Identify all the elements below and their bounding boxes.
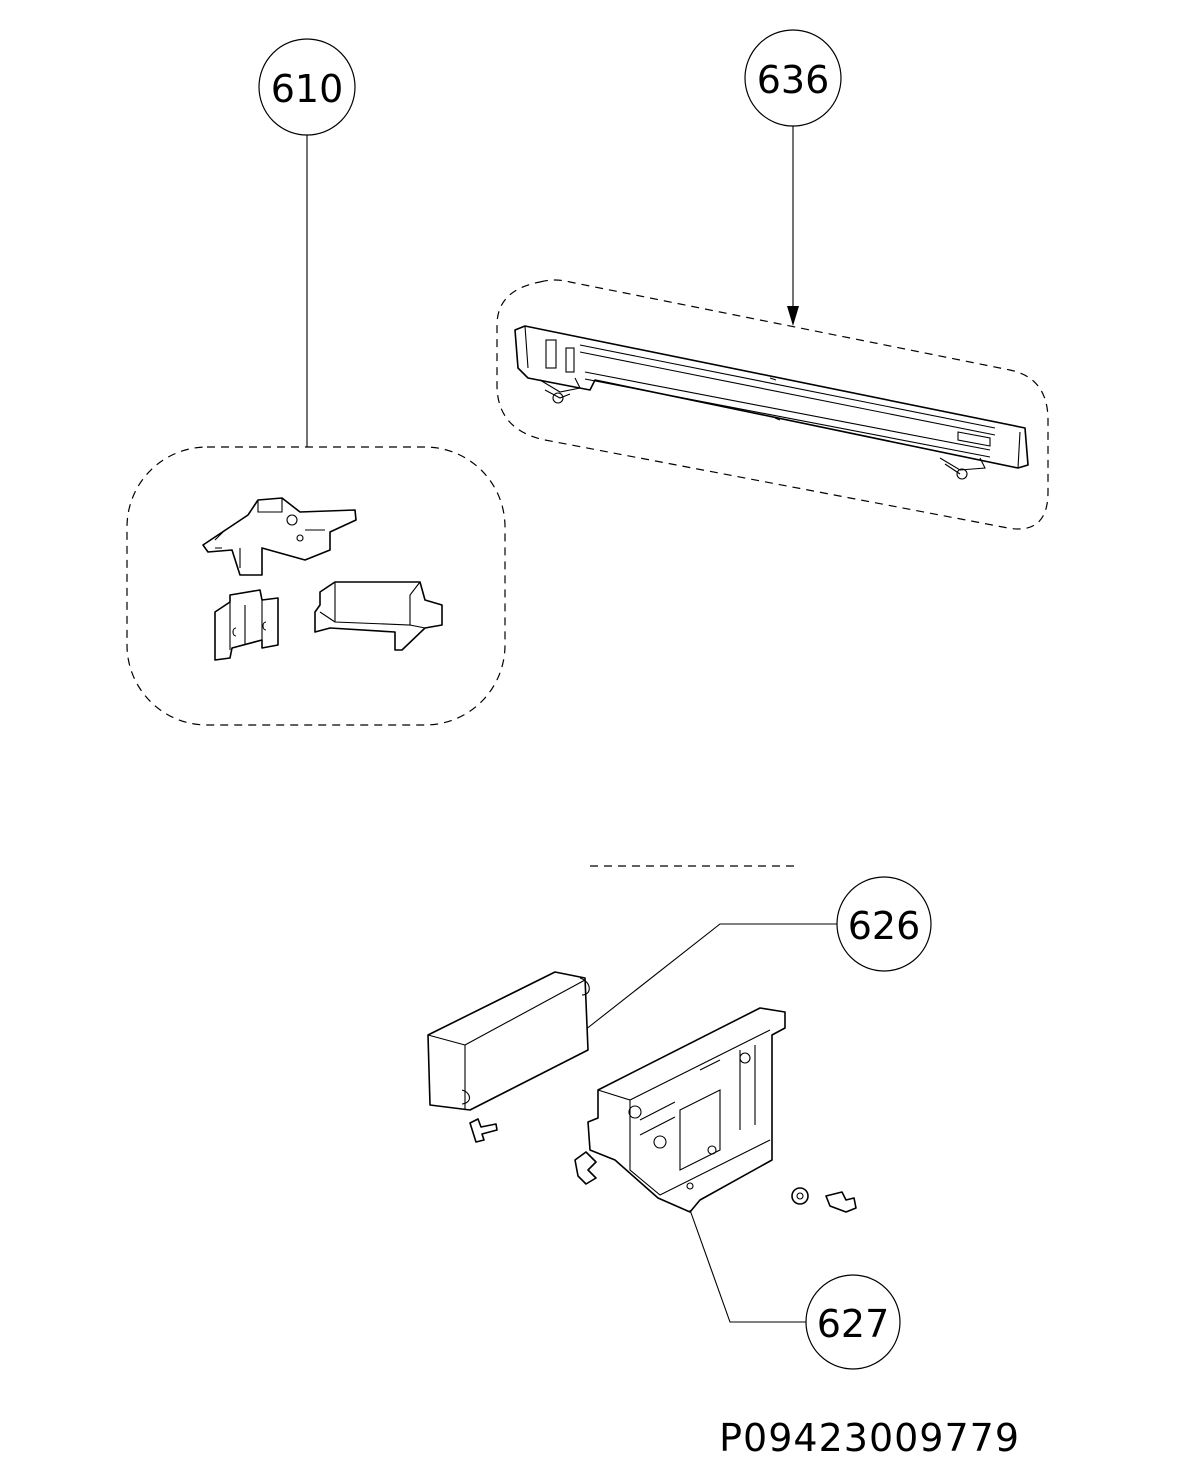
callout-label-627: 627 [817,1302,890,1346]
callout-circle-626 [836,876,932,972]
part-clip-frame-610[interactable] [314,581,443,651]
part-screw-cover[interactable] [469,1118,498,1143]
drawing-number: P09423009779 [719,1416,1020,1460]
callout-626[interactable]: 626 [584,876,932,1031]
leader-line-627 [689,1209,806,1323]
leader-line-626 [584,923,838,1031]
callout-label-636: 636 [757,58,830,102]
callout-label-626: 626 [848,904,921,948]
part-nut[interactable] [791,1187,809,1205]
part-housing-627[interactable] [587,1007,786,1213]
arrowhead-636 [787,306,799,326]
callout-circle-627 [805,1274,901,1370]
part-bracket-plate-610[interactable] [202,497,357,576]
callout-627[interactable]: 627 [689,1209,901,1370]
group-boundary-636 [496,279,1049,530]
callout-circle-636 [744,29,842,127]
part-clip-small-610[interactable] [214,589,279,661]
part-guide-rail-636[interactable] [514,325,1029,480]
group-boundary-610 [126,446,506,726]
callout-label-610: 610 [271,67,344,111]
callout-circle-610 [258,38,356,136]
part-cover-626[interactable] [427,971,590,1111]
callout-610[interactable]: 610 [258,38,356,447]
part-wing-screw[interactable] [574,1151,597,1185]
callout-636[interactable]: 636 [744,29,842,326]
part-screw-housing[interactable] [825,1191,857,1213]
